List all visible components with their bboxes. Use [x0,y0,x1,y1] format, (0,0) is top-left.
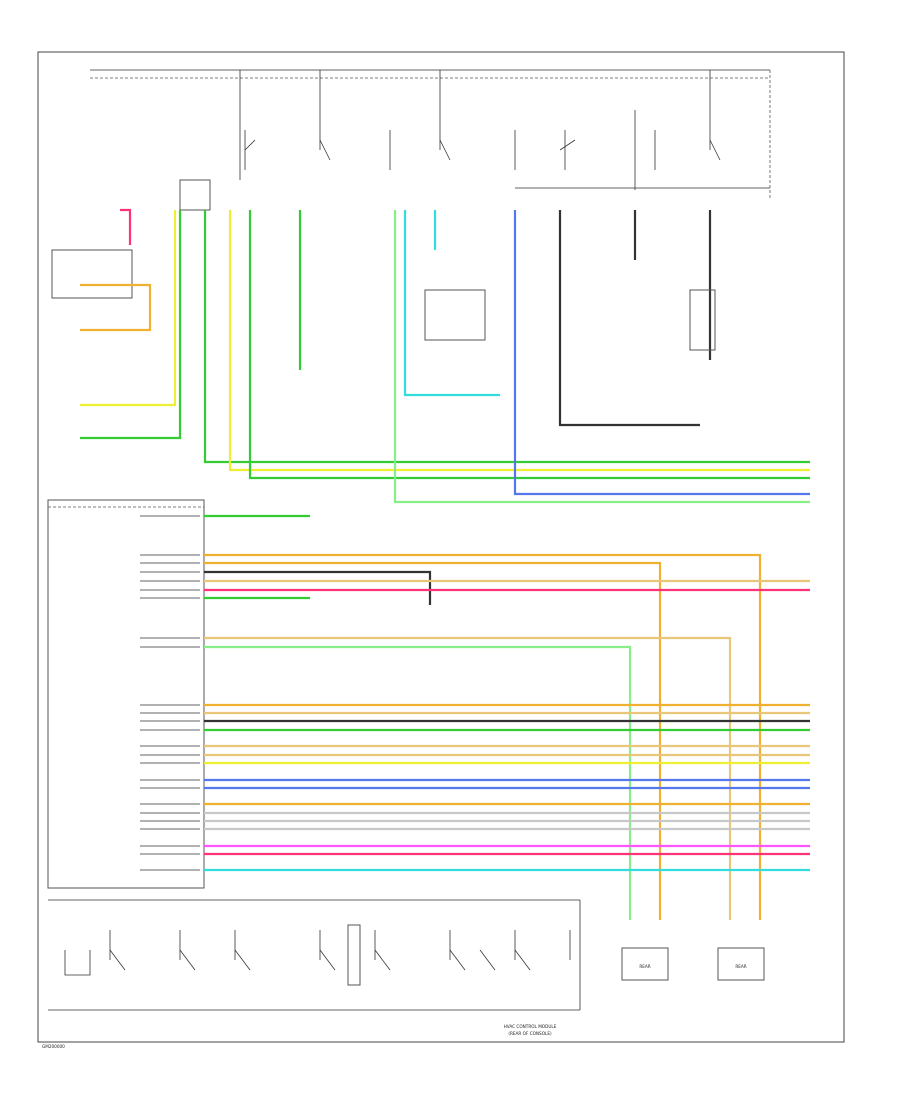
upper-harness [203,210,810,504]
actuator-a-label: REAR [639,964,650,969]
rear-actuator-a: REAR [621,947,669,981]
hvac-control-module [47,499,205,889]
module-caption-line2: (REAR OF CONSOLE) [508,1031,552,1036]
actuator-b-label: REAR [735,964,746,969]
bottom-switch-panel [48,899,581,1011]
module-caption-line1: HVAC CONTROL MODULE [504,1024,557,1029]
relay-switches [179,110,770,211]
diagram-frame [37,51,845,1043]
top-power-bus [90,69,771,200]
rear-actuator-b: REAR [717,947,765,981]
module-connector-wires [204,514,810,920]
left-sensors [51,208,182,440]
module-input-arrows [140,515,200,871]
diagram-code: GM200000 [42,1044,65,1049]
